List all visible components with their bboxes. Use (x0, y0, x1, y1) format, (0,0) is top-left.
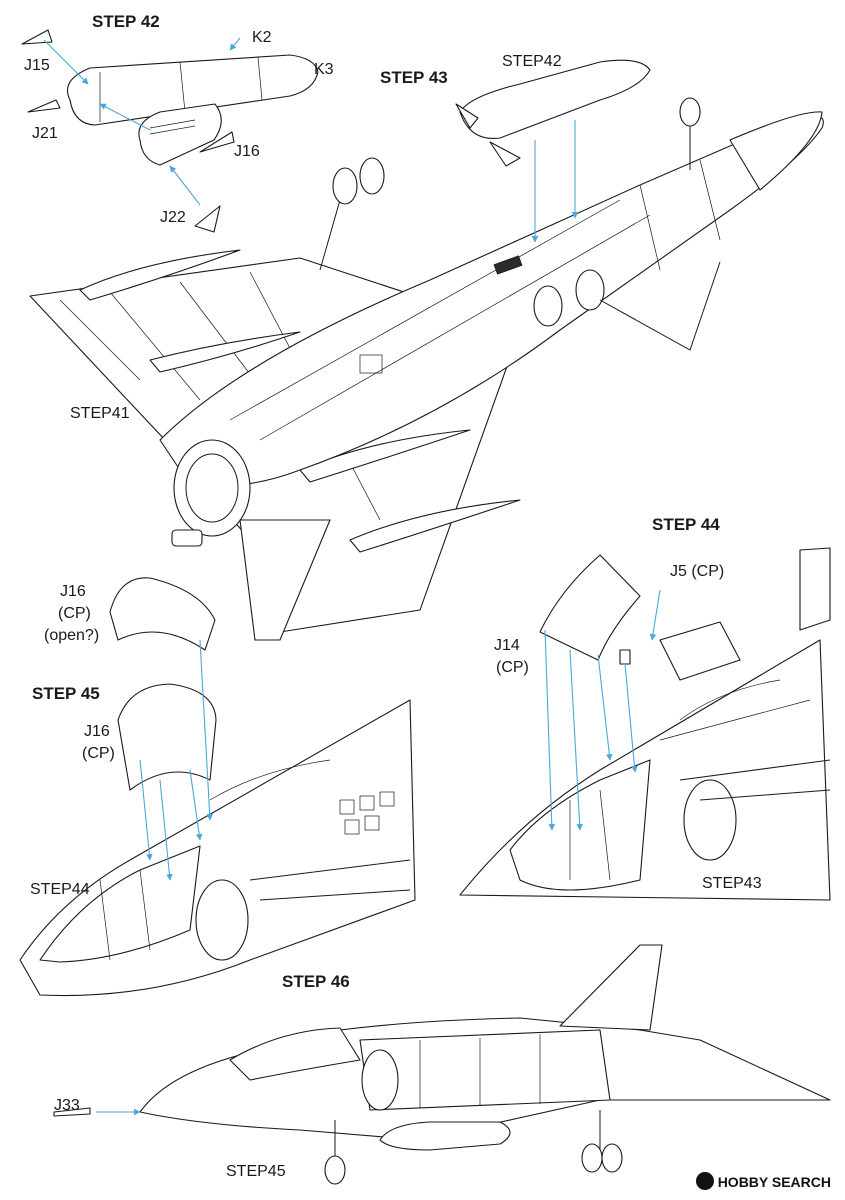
part-label-j5-cp: J5 (CP) (670, 563, 725, 580)
part-label-j16-closed-cp: (CP) (82, 745, 115, 762)
part-label-j16-closed: J16 (84, 723, 110, 740)
step-42-heading: STEP 42 (92, 12, 160, 31)
part-label-j16: J16 (234, 143, 260, 160)
step44-cockpit (459, 547, 831, 901)
ref-step44: STEP44 (30, 881, 90, 898)
step43-airframe (29, 59, 824, 641)
part-label-j16-open-cp: (CP) (58, 605, 91, 622)
ref-step43: STEP43 (702, 875, 762, 892)
part-label-j15: J15 (24, 57, 50, 74)
part-label-j16-open: J16 (60, 583, 86, 600)
part-label-j14-cp: (CP) (496, 659, 529, 676)
part-label-j22: J22 (160, 209, 186, 226)
step-43-heading: STEP 43 (380, 68, 448, 87)
part-label-k3: K3 (314, 61, 334, 78)
hobby-search-logo-icon (695, 1172, 714, 1190)
part-label-j33: J33 (54, 1097, 80, 1114)
ref-step45: STEP45 (226, 1163, 286, 1180)
watermark-text: HOBBY SEARCH (717, 1174, 831, 1190)
step42-drop-tank (21, 29, 319, 233)
ref-step41: STEP41 (70, 405, 130, 422)
part-label-j14: J14 (494, 637, 520, 654)
step46-side-view (53, 944, 831, 1185)
part-label-j21: J21 (32, 125, 58, 142)
step45-cockpit (19, 577, 416, 997)
part-label-j16-open-note: (open?) (44, 627, 100, 644)
part-label-k2: K2 (252, 29, 272, 46)
ref-step42: STEP42 (502, 53, 562, 70)
step-45-heading: STEP 45 (32, 684, 100, 703)
step-44-heading: STEP 44 (652, 515, 720, 534)
hobby-search-watermark: HOBBY SEARCH (695, 1172, 831, 1190)
step-46-heading: STEP 46 (282, 972, 350, 991)
